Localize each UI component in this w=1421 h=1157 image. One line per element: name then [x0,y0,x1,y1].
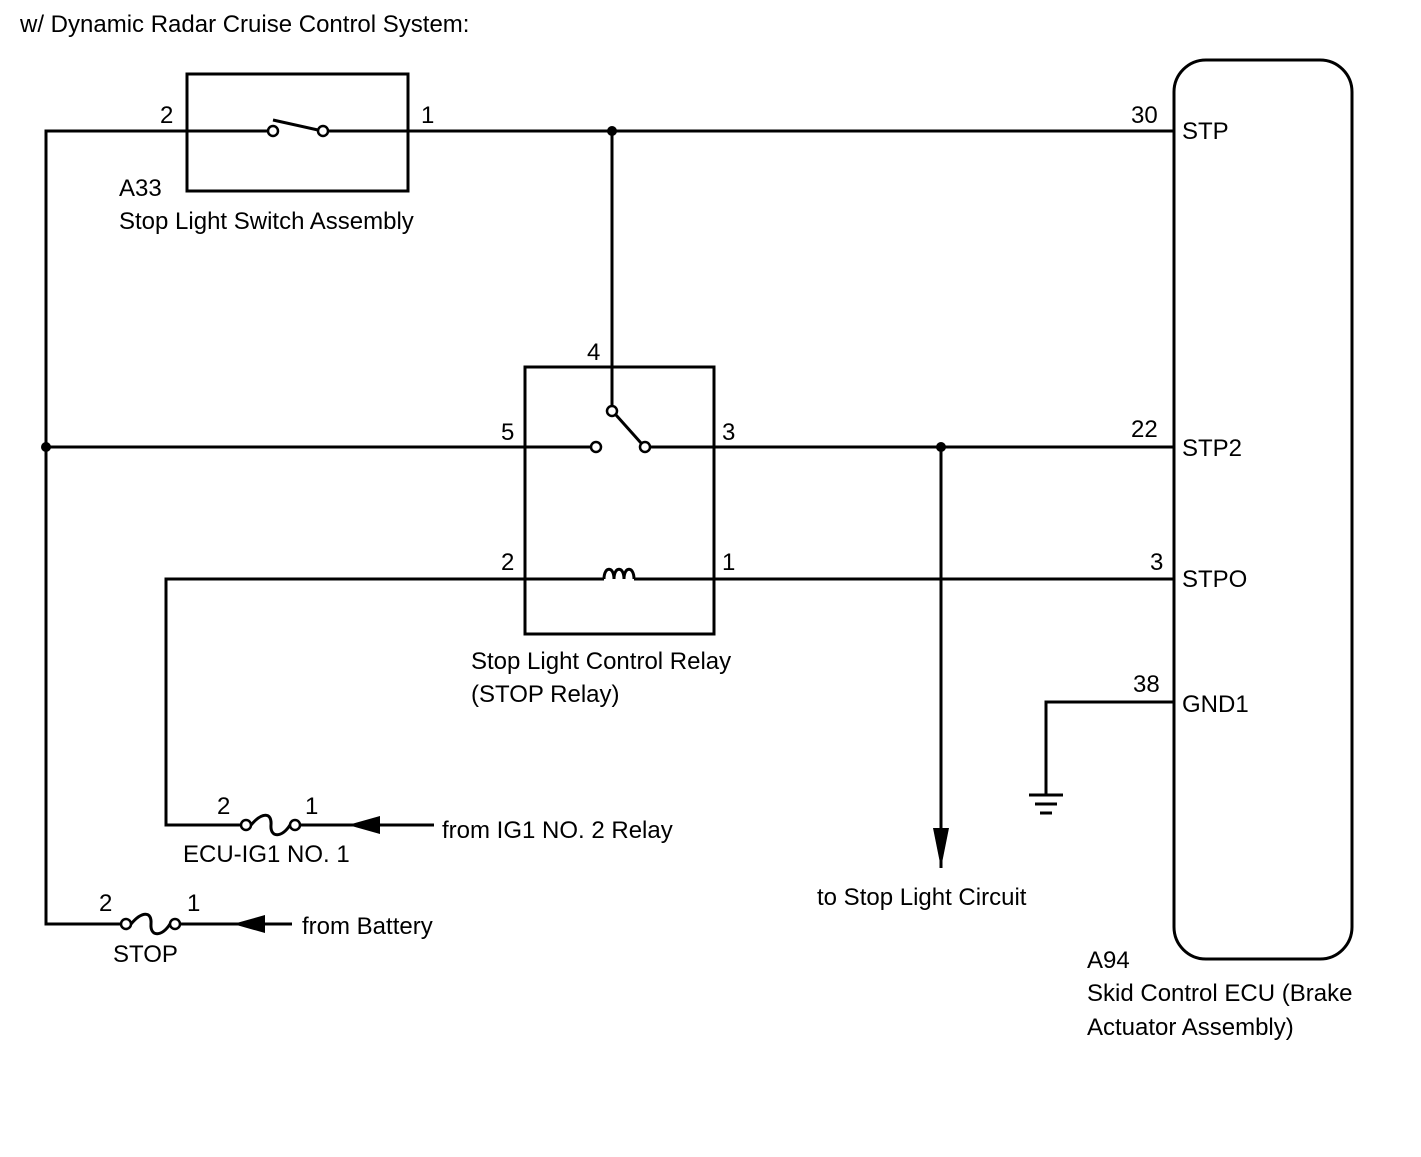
fuse-ecu-ig1-source: from IG1 NO. 2 Relay [442,817,673,844]
ecu-code: A94 [1087,947,1130,974]
fuse-stop-pin-1: 1 [187,890,200,917]
stop-light-control-relay: 4 5 3 2 1 Stop Light Control Relay (STOP… [471,339,735,708]
ecu-terminal-stp2: STP2 [1182,435,1242,462]
ecu-pin-gnd1: 38 [1133,671,1160,698]
relay-name-line2: (STOP Relay) [471,681,620,708]
a33-pin-2: 2 [160,102,173,129]
ecu-pin-stp: 30 [1131,102,1158,129]
diagram-title: w/ Dynamic Radar Cruise Control System: [19,11,469,38]
relay-pin-5: 5 [501,419,514,446]
relay-name-line1: Stop Light Control Relay [471,648,731,675]
ecu-terminal-stp: STP [1182,118,1229,145]
junction-left-bus [41,442,51,452]
ground-icon [1029,793,1063,815]
fuse-ecu-ig1-pin-2: 2 [217,793,230,820]
fuse-ecu-ig1-pin-1: 1 [305,793,318,820]
ecu-terminal-gnd1: GND1 [1182,691,1249,718]
ecu-name-line2: Actuator Assembly) [1087,1014,1294,1041]
ecu-pin-stpo: 3 [1150,549,1163,576]
ecu-pin-stp2: 22 [1131,416,1158,443]
stop-light-circuit-label: to Stop Light Circuit [817,884,1027,911]
arrow-left-icon [233,915,265,933]
relay-pin-1: 1 [722,549,735,576]
ecu-terminal-stpo: STPO [1182,566,1247,593]
skid-control-ecu: 30 STP 22 STP2 3 STPO 38 GND1 A94 Skid C… [1087,58,1354,1041]
fuse-stop-pin-2: 2 [99,890,112,917]
relay-pin-2: 2 [501,549,514,576]
fuse-stop-source: from Battery [302,913,433,940]
fuse-stop-name: STOP [113,941,178,968]
relay-pin-4: 4 [587,339,600,366]
stop-light-switch-assembly: 2 1 A33 Stop Light Switch Assembly [119,72,434,235]
fuse-stop: 2 1 STOP from Battery [99,890,433,968]
wire-gnd1 [1044,700,1174,794]
ecu-name-line1: Skid Control ECU (Brake [1087,980,1352,1007]
relay-pin-3: 3 [722,419,735,446]
a33-pin-1: 1 [421,102,434,129]
a33-name: Stop Light Switch Assembly [119,208,414,235]
a33-code: A33 [119,175,162,202]
fuse-ecu-ig1-name: ECU-IG1 NO. 1 [183,841,350,868]
fuse-ecu-ig1-no1: 2 1 ECU-IG1 NO. 1 from IG1 NO. 2 Relay [183,793,673,868]
wire-a33-pin2 [44,129,268,926]
arrow-down-icon [933,828,949,868]
arrow-left-icon [348,816,380,834]
wire-relay-pin2 [164,577,604,827]
